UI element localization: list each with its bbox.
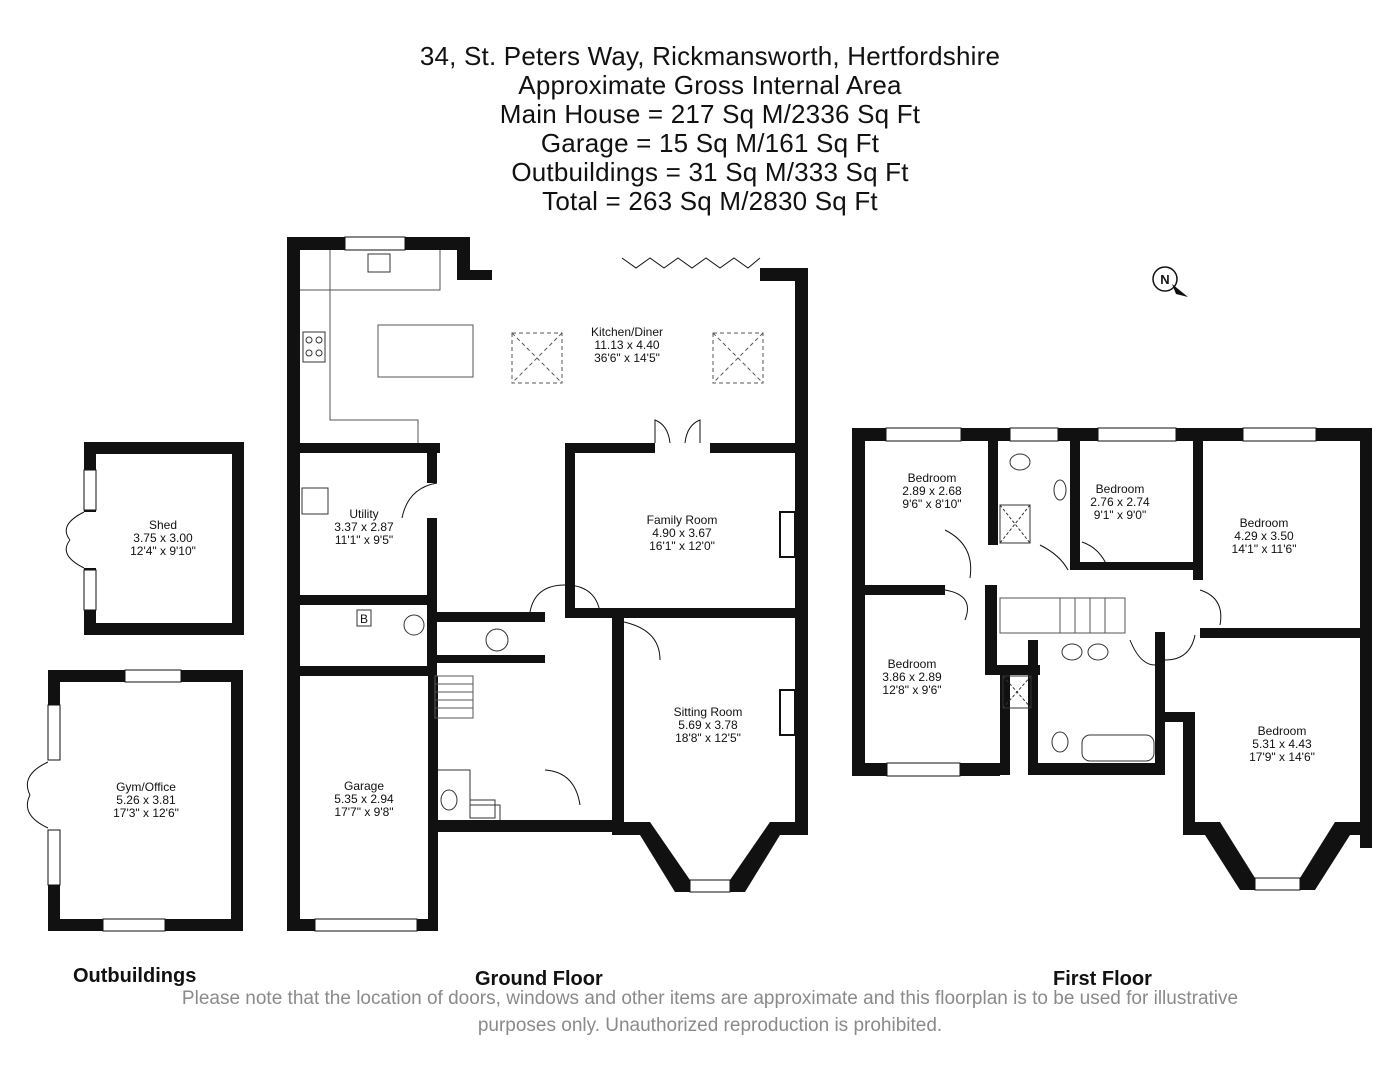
- skylight-right: [712, 332, 764, 384]
- svg-text:4.29 x 3.50: 4.29 x 3.50: [1234, 529, 1294, 543]
- svg-text:Sitting Room: Sitting Room: [674, 705, 743, 719]
- svg-text:16'1" x 12'0": 16'1" x 12'0": [649, 539, 715, 553]
- section-label-outbuildings: Outbuildings: [73, 965, 197, 987]
- svg-text:18'8" x 12'5": 18'8" x 12'5": [675, 731, 741, 745]
- svg-text:5.35 x 2.94: 5.35 x 2.94: [334, 792, 394, 806]
- svg-text:Bedroom: Bedroom: [888, 657, 937, 671]
- svg-text:Bedroom: Bedroom: [1240, 516, 1289, 530]
- svg-text:5.26 x 3.81: 5.26 x 3.81: [116, 793, 176, 807]
- svg-text:Bedroom: Bedroom: [1096, 482, 1145, 496]
- total-area: Total = 263 Sq M/2830 Sq Ft: [542, 186, 878, 216]
- svg-text:Shed: Shed: [149, 518, 177, 532]
- svg-text:17'3" x 12'6": 17'3" x 12'6": [113, 806, 179, 820]
- svg-text:12'4" x 9'10": 12'4" x 9'10": [130, 544, 196, 558]
- shed-outline: [65, 442, 244, 635]
- svg-text:14'1" x 11'6": 14'1" x 11'6": [1232, 542, 1297, 556]
- room-label-bedroom-5: Bedroom 5.31 x 4.43 17'9" x 14'6": [1249, 724, 1315, 764]
- area-subtitle: Approximate Gross Internal Area: [518, 70, 902, 100]
- svg-text:Bedroom: Bedroom: [908, 471, 957, 485]
- main-house-area: Main House = 217 Sq M/2336 Sq Ft: [499, 99, 921, 129]
- room-label-bedroom-1: Bedroom 2.89 x 2.68 9'6" x 8'10": [902, 471, 962, 511]
- svg-text:4.90 x 3.67: 4.90 x 3.67: [652, 526, 712, 540]
- disclaimer-line-2: purposes only. Unauthorized reproduction…: [477, 1015, 943, 1036]
- disclaimer: Please note that the location of doors, …: [0, 985, 1397, 1039]
- svg-text:36'6" x 14'5": 36'6" x 14'5": [594, 351, 660, 365]
- svg-text:17'9" x 14'6": 17'9" x 14'6": [1249, 750, 1315, 764]
- garage-area: Garage = 15 Sq M/161 Sq Ft: [540, 128, 880, 158]
- first-floor-stairs: [999, 597, 1126, 634]
- basin-icon: [469, 799, 496, 819]
- utility-sink-icon: [301, 487, 329, 515]
- svg-text:17'7" x 9'8": 17'7" x 9'8": [334, 805, 393, 819]
- title-block: 34, St. Peters Way, Rickmansworth, Hertf…: [0, 42, 1397, 216]
- room-label-shed: Shed 3.75 x 3.00 12'4" x 9'10": [130, 518, 196, 558]
- room-label-kitchen: Kitchen/Diner 11.13 x 4.40 36'6" x 14'5": [591, 325, 663, 365]
- ground-floor-walls: [287, 237, 808, 931]
- compass-label: N: [1160, 272, 1169, 287]
- disclaimer-line-1: Please note that the location of doors, …: [181, 988, 1239, 1009]
- skylight-left: [511, 332, 563, 384]
- wc-icon: [440, 789, 458, 811]
- section-label-first-floor: First Floor: [1053, 968, 1152, 990]
- bathroom-wc-icon: [1051, 731, 1069, 753]
- first-floor-walls: [852, 428, 1372, 890]
- svg-text:5.69 x 3.78: 5.69 x 3.78: [678, 718, 738, 732]
- svg-text:3.37 x 2.87: 3.37 x 2.87: [334, 520, 394, 534]
- svg-text:Bedroom: Bedroom: [1258, 724, 1307, 738]
- compass-icon: N: [1152, 266, 1188, 297]
- svg-text:Garage: Garage: [344, 779, 384, 793]
- svg-text:Gym/Office: Gym/Office: [116, 780, 176, 794]
- bath-icon: [1081, 734, 1155, 762]
- svg-text:12'8" x 9'6": 12'8" x 9'6": [882, 683, 941, 697]
- svg-text:3.75 x 3.00: 3.75 x 3.00: [133, 531, 193, 545]
- room-label-bedroom-2: Bedroom 2.76 x 2.74 9'1" x 9'0": [1090, 482, 1150, 522]
- family-fireplace: [779, 511, 796, 558]
- section-label-ground-floor: Ground Floor: [475, 968, 603, 990]
- address-title: 34, St. Peters Way, Rickmansworth, Hertf…: [419, 41, 1001, 71]
- boiler-label: B: [360, 612, 368, 626]
- svg-text:Utility: Utility: [349, 507, 378, 521]
- room-label-utility: Utility 3.37 x 2.87 11'1" x 9'5": [334, 507, 394, 547]
- ensuite-basin-icon: [1053, 479, 1067, 501]
- svg-text:11.13 x 4.40: 11.13 x 4.40: [594, 338, 659, 352]
- room-label-family: Family Room 4.90 x 3.67 16'1" x 12'0": [647, 513, 718, 553]
- svg-text:Kitchen/Diner: Kitchen/Diner: [591, 325, 663, 339]
- svg-text:11'1" x 9'5": 11'1" x 9'5": [335, 533, 393, 547]
- ensuite-wc-icon: [1009, 453, 1031, 471]
- hob-icon: [302, 331, 326, 363]
- kitchen-sink-icon: [367, 253, 391, 273]
- svg-text:9'1" x 9'0": 9'1" x 9'0": [1094, 508, 1146, 522]
- ensuite-shower-icon: [999, 504, 1031, 544]
- room-label-sitting: Sitting Room 5.69 x 3.78 18'8" x 12'5": [674, 705, 743, 745]
- svg-text:9'6" x 8'10": 9'6" x 8'10": [902, 497, 961, 511]
- svg-text:5.31 x 4.43: 5.31 x 4.43: [1252, 737, 1312, 751]
- boiler-box: [356, 609, 372, 627]
- kitchen-island: [377, 324, 474, 378]
- room-label-bedroom-3: Bedroom 4.29 x 3.50 14'1" x 11'6": [1232, 516, 1297, 556]
- gym-office-outline: [26, 669, 243, 932]
- room-label-bedroom-4: Bedroom 3.86 x 2.89 12'8" x 9'6": [882, 657, 942, 697]
- svg-text:2.89 x 2.68: 2.89 x 2.68: [902, 484, 962, 498]
- bathroom-shower-icon: [1002, 675, 1032, 709]
- room-label-gym: Gym/Office 5.26 x 3.81 17'3" x 12'6": [113, 780, 179, 820]
- svg-text:3.86 x 2.89: 3.86 x 2.89: [882, 670, 942, 684]
- outbuildings-area: Outbuildings = 31 Sq M/333 Sq Ft: [511, 157, 909, 187]
- svg-text:2.76 x 2.74: 2.76 x 2.74: [1090, 495, 1150, 509]
- svg-text:Family Room: Family Room: [647, 513, 718, 527]
- ground-stairs: [434, 675, 474, 719]
- room-label-garage: Garage 5.35 x 2.94 17'7" x 9'8": [334, 779, 394, 819]
- sitting-fireplace: [779, 689, 796, 736]
